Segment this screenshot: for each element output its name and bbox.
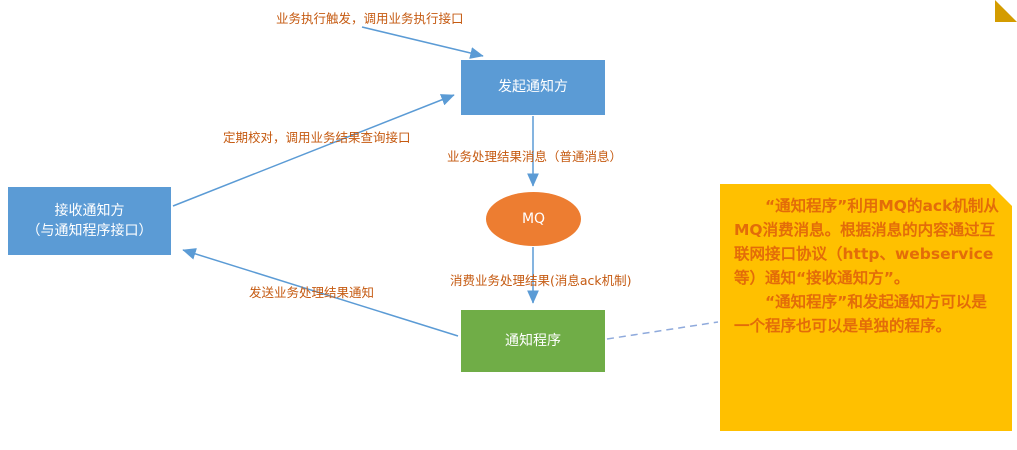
note-folded-corner [995,0,1017,22]
node-initiating-notifier: 发起通知方 [461,60,605,115]
edge-label-periodic-check: 定期校对，调用业务结果查询接口 [223,130,411,145]
sticky-note-callout: “通知程序”利用MQ的ack机制从MQ消费消息。根据消息的内容通过互联网接口协议… [720,184,1012,431]
edge-label-consume-result: 消费业务处理结果(消息ack机制) [450,273,632,288]
node-receiving-notifier-label-line1: 接收通知方 [54,202,125,219]
arrow-business-trigger [361,26,484,59]
edge-label-result-message: 业务处理结果消息（普通消息） [447,149,623,164]
node-notification-program-label: 通知程序 [505,332,561,349]
note-paragraph-2: “通知程序”和发起通知方可以是一个程序也可以是单独的程序。 [734,293,987,336]
edge-label-send-result: 发送业务处理结果通知 [249,285,375,300]
node-initiating-notifier-label: 发起通知方 [498,79,568,96]
node-receiving-notifier-label-line2: （与通知程序接口） [26,223,153,239]
node-mq: MQ [486,192,581,246]
note-paragraph-1: “通知程序”利用MQ的ack机制从MQ消费消息。根据消息的内容通过互联网接口协议… [734,197,999,288]
node-receiving-notifier: 接收通知方 （与通知程序接口） [8,187,171,255]
edge-label-business-trigger: 业务执行触发，调用业务执行接口 [276,11,464,26]
node-notification-program: 通知程序 [461,310,605,372]
node-mq-label: MQ [521,210,546,227]
dashed-link-program-to-note [606,321,719,340]
arrow-receiver-to-initiator [172,94,455,207]
